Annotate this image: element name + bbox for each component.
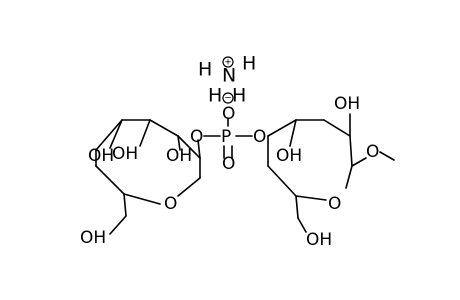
bond bbox=[149, 119, 179, 137]
left-sugar-labels: OH OH OH O OH bbox=[80, 144, 192, 248]
phosphate-oxygen-bottom: O bbox=[222, 154, 235, 174]
right-sugar-oh-2: OH bbox=[334, 94, 360, 114]
phosphate-group: − O P O O O bbox=[190, 92, 266, 174]
bond bbox=[267, 165, 297, 197]
bond bbox=[177, 135, 201, 159]
phosphate-oxygen-right: O bbox=[253, 127, 266, 147]
plus-charge-ring bbox=[222, 56, 234, 68]
phosphate-bonds bbox=[203, 117, 253, 159]
bond bbox=[123, 193, 127, 217]
bond bbox=[139, 119, 151, 147]
bond bbox=[95, 165, 125, 195]
left-sugar-oh-2: OH bbox=[166, 146, 192, 166]
bond bbox=[379, 151, 395, 161]
bond bbox=[177, 177, 201, 197]
bond bbox=[349, 135, 353, 167]
bond bbox=[123, 193, 161, 205]
right-sugar-bonds bbox=[267, 113, 395, 233]
bond bbox=[345, 165, 353, 189]
right-sugar-ring-oxygen: O bbox=[328, 194, 341, 214]
right-sugar-oh-6: OH bbox=[306, 230, 332, 250]
left-sugar-ring-oxygen: O bbox=[164, 194, 177, 214]
bond bbox=[109, 215, 127, 235]
left-sugar-oh-6: OH bbox=[80, 228, 106, 248]
ammonium-hydrogen-right: H bbox=[242, 53, 256, 75]
ammonium-nitrogen: N bbox=[222, 65, 236, 87]
ammonium-hydrogen-bottom-right: H bbox=[232, 85, 246, 107]
right-sugar-labels: OH OH O O OH bbox=[276, 94, 379, 250]
bond bbox=[109, 119, 123, 149]
bond bbox=[289, 119, 297, 147]
left-sugar-bonds bbox=[95, 119, 201, 235]
right-sugar-oh-3: OH bbox=[276, 146, 302, 166]
bond bbox=[295, 195, 299, 219]
bond bbox=[197, 139, 201, 159]
ammonium-hydrogen-left: H bbox=[198, 59, 212, 81]
bond bbox=[295, 195, 327, 201]
phosphate-oxygen-left: O bbox=[190, 127, 203, 147]
ammonium-cation: H N H H H + bbox=[198, 53, 256, 107]
minus-charge-sign: − bbox=[224, 94, 232, 104]
phosphate-phosphorus: P bbox=[221, 127, 231, 147]
bond bbox=[95, 119, 123, 151]
left-sugar-oh-4: OH bbox=[88, 146, 114, 166]
left-sugar-oh-3: OH bbox=[112, 144, 138, 164]
bond bbox=[297, 217, 307, 233]
bond bbox=[351, 157, 367, 167]
ammonium-hydrogen-bottom: H bbox=[208, 85, 222, 107]
bond bbox=[267, 119, 297, 137]
bond bbox=[323, 119, 351, 137]
minus-charge-ring bbox=[222, 92, 234, 104]
right-sugar-methoxy-oxygen: O bbox=[366, 142, 379, 162]
phosphate-oxygen-top: O bbox=[222, 104, 235, 124]
plus-charge-sign: + bbox=[224, 58, 232, 68]
bond bbox=[177, 135, 181, 151]
